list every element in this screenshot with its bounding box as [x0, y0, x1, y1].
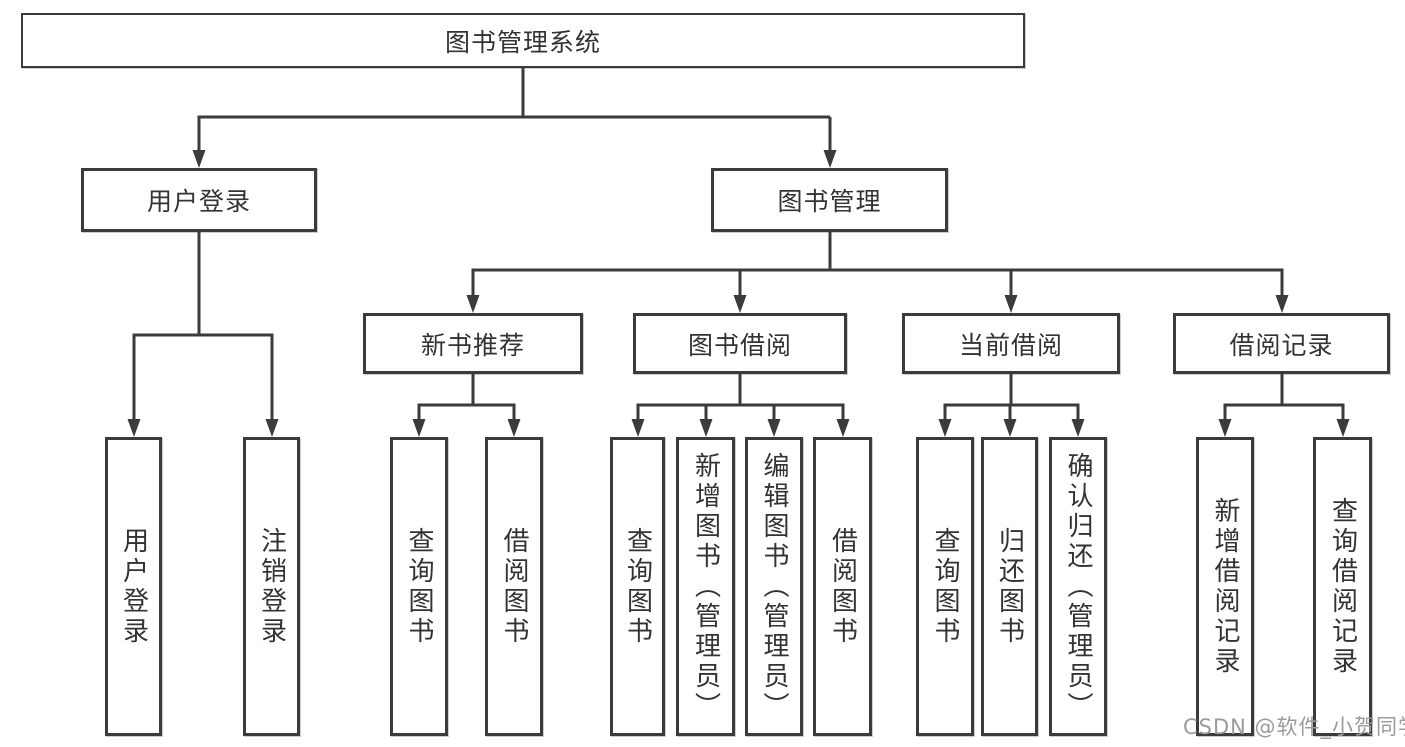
leaf-add-borrow-record-label: 新增借阅记录 — [1210, 496, 1240, 677]
connector-newbook-to-leaves — [417, 374, 516, 423]
node-current-borrowing: 当前借阅 — [902, 313, 1120, 374]
node-new-book-recommend-label: 新书推荐 — [420, 330, 525, 360]
leaf-borrow-book-recommend-label: 借阅图书 — [499, 526, 529, 647]
leaf-add-book-admin: 新增图书（管理员） — [676, 437, 735, 736]
node-user-login-label: 用户登录 — [146, 187, 251, 216]
leaf-borrow-book-label: 借阅图书 — [827, 526, 858, 647]
connector-mgmt-to-level3 — [471, 232, 1284, 299]
leaf-user-login: 用户登录 — [105, 437, 162, 736]
connector-current-to-leaves — [943, 374, 1080, 423]
connector-records-to-leaves — [1223, 374, 1345, 423]
arrowheads-level3 — [466, 295, 1289, 313]
arrowheads-newbook-leaves — [412, 419, 521, 437]
leaf-logout-label: 注销登录 — [256, 526, 287, 647]
leaf-borrow-book: 借阅图书 — [813, 437, 872, 736]
leaf-return-book: 归还图书 — [981, 437, 1038, 736]
csdn-watermark: CSDN @软件_小贺同学 — [1183, 715, 1405, 739]
arrowheads-level2 — [192, 150, 837, 168]
leaf-add-book-admin-label: 新增图书（管理员） — [690, 451, 721, 722]
leaf-query-borrow-record-label: 查询借阅记录 — [1327, 496, 1358, 677]
node-book-borrowing-label: 图书借阅 — [687, 330, 792, 360]
node-book-borrowing: 图书借阅 — [633, 313, 847, 374]
connector-login-to-leaves — [132, 232, 274, 423]
leaf-logout: 注销登录 — [243, 437, 300, 736]
node-library-system-label: 图书管理系统 — [444, 27, 601, 57]
node-book-management-label: 图书管理 — [777, 187, 882, 216]
node-library-system: 图书管理系统 — [21, 13, 1025, 68]
node-user-login: 用户登录 — [81, 168, 317, 232]
leaf-edit-book-admin-label: 编辑图书（管理员） — [759, 451, 789, 722]
leaf-confirm-return-admin-label: 确认归还（管理员） — [1063, 451, 1093, 722]
arrowheads-login-leaves — [127, 419, 279, 437]
leaf-query-book-current-label: 查询图书 — [930, 526, 960, 647]
connector-borrowing-to-leaves — [636, 374, 845, 423]
node-current-borrowing-label: 当前借阅 — [958, 330, 1063, 360]
leaf-query-book-current: 查询图书 — [916, 437, 974, 736]
leaf-return-book-label: 归还图书 — [994, 526, 1025, 647]
arrowheads-borrowing-leaves — [631, 419, 850, 437]
leaf-confirm-return-admin: 确认归还（管理员） — [1049, 437, 1107, 736]
leaf-query-book-borrowing-label: 查询图书 — [622, 526, 653, 647]
leaf-query-book-recommend-label: 查询图书 — [404, 526, 434, 647]
leaf-edit-book-admin: 编辑图书（管理员） — [745, 437, 803, 736]
node-borrowing-records-label: 借阅记录 — [1229, 330, 1334, 360]
leaf-query-borrow-record: 查询借阅记录 — [1313, 437, 1372, 736]
node-new-book-recommend: 新书推荐 — [363, 313, 583, 374]
leaf-borrow-book-recommend: 借阅图书 — [485, 437, 543, 736]
leaf-query-book-recommend: 查询图书 — [390, 437, 448, 736]
node-book-management: 图书管理 — [711, 168, 948, 232]
arrowheads-records-leaves — [1218, 419, 1350, 437]
connector-root-to-level2 — [197, 68, 832, 154]
leaf-user-login-label: 用户登录 — [118, 526, 149, 647]
leaf-query-book-borrowing: 查询图书 — [610, 437, 665, 736]
leaf-add-borrow-record: 新增借阅记录 — [1196, 437, 1254, 736]
arrowheads-current-leaves — [938, 419, 1085, 437]
node-borrowing-records: 借阅记录 — [1173, 313, 1390, 374]
